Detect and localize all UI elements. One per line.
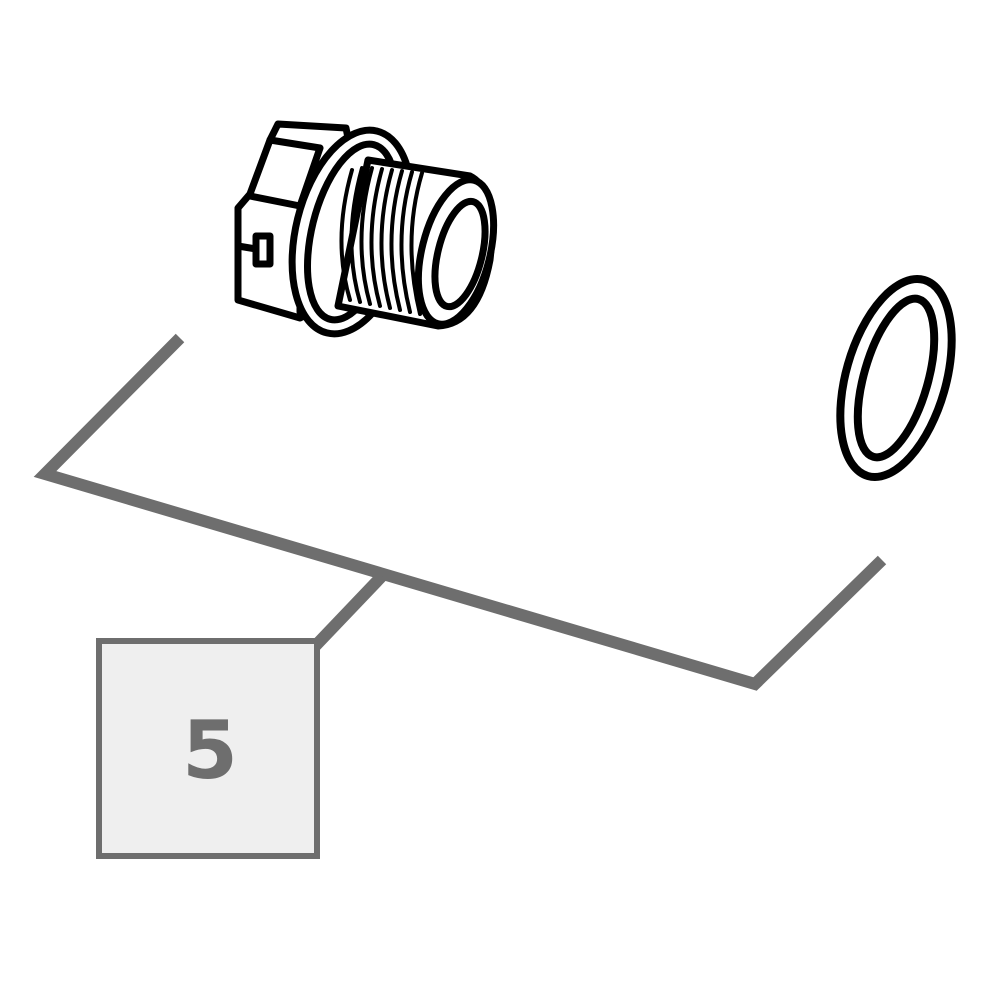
grouping-bracket [33,333,887,691]
o-ring-icon [836,274,956,482]
o-ring-outer [836,274,956,482]
o-ring-inner [853,294,939,462]
callout-number: 5 [182,704,238,797]
callout-box [96,638,320,859]
plug-threads [339,166,424,316]
drain-plug-icon [234,120,498,338]
callout-label: 5 [96,638,320,859]
